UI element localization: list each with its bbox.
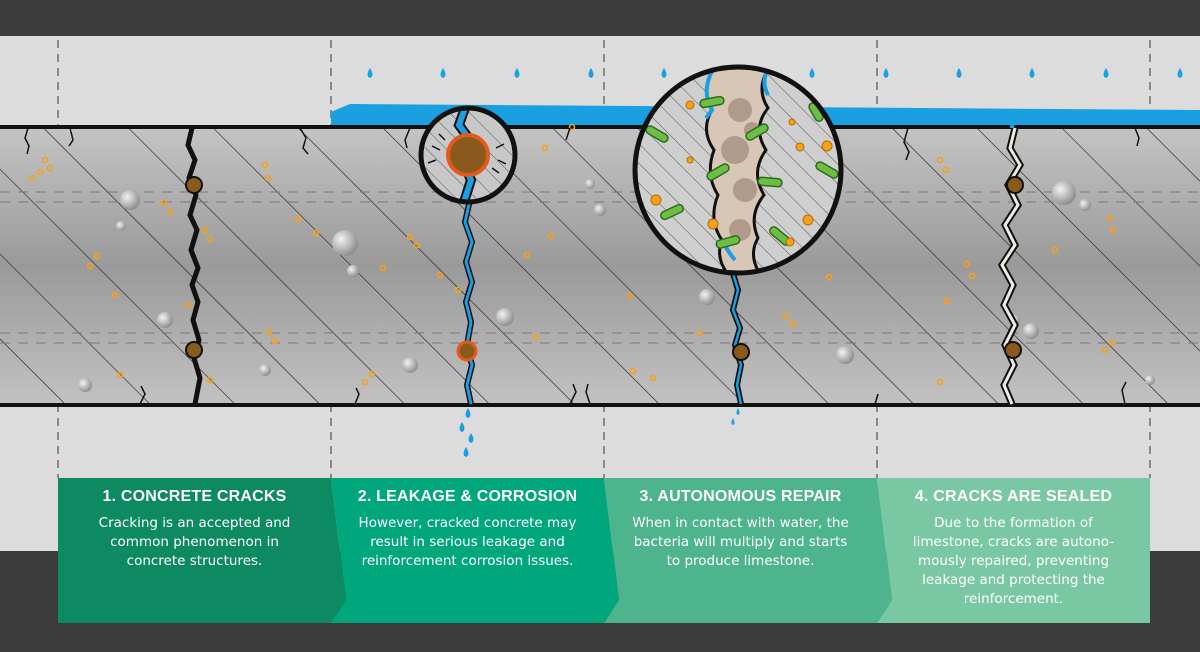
step-3-title: 3. AUTONOMOUS REPAIR [639, 488, 842, 505]
step-1-title: 1. CONCRETE CRACKS [102, 488, 287, 505]
step-2-text: However, cracked concrete may result in … [358, 515, 577, 569]
crack-2 [461, 199, 476, 405]
step-4-text: Due to the formation of limestone, crack… [912, 515, 1115, 607]
step-3-text: When in contact with water, the bacteria… [632, 515, 849, 569]
rebars [185, 176, 1024, 362]
step-4-panel: 4. CRACKS ARE SEALED Due to the formatio… [877, 478, 1150, 623]
step-1-text: Cracking is an accepted and common pheno… [98, 515, 291, 569]
crack-3 [729, 269, 745, 425]
aggregate-particles [28, 123, 1117, 386]
small-surface-cracks [24, 127, 1140, 405]
step-1-panel: 1. CONCRETE CRACKS Cracking is an accept… [58, 478, 331, 623]
step-4-title: 4. CRACKS ARE SEALED [914, 488, 1113, 505]
top-bar [0, 0, 1200, 36]
step-panels [58, 478, 1150, 623]
magnifier-corrosion [418, 105, 518, 205]
rain-drops [367, 68, 1183, 78]
step-2-panel: 2. LEAKAGE & CORROSION However, cracked … [331, 478, 604, 623]
step-2-title: 2. LEAKAGE & CORROSION [357, 488, 578, 505]
leak-drops [459, 408, 474, 457]
step-3-panel: 3. AUTONOMOUS REPAIR When in contact wit… [604, 478, 877, 623]
air-bubbles [78, 179, 1155, 392]
magnifier-bacteria [632, 64, 844, 276]
